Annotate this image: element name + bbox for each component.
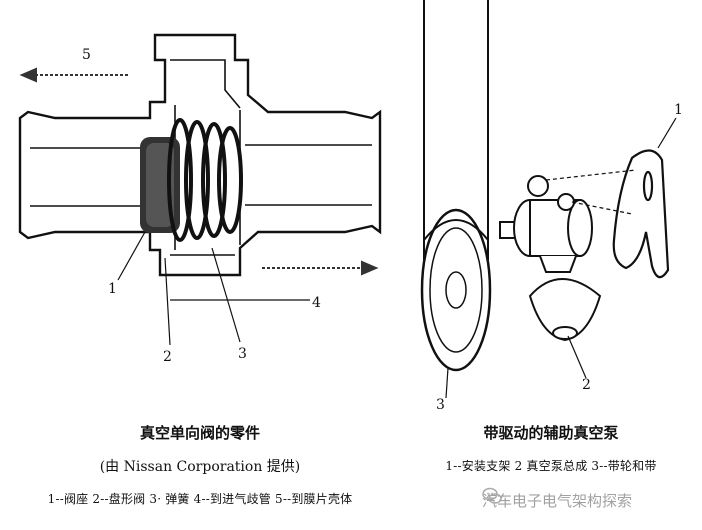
left-caption-title: 真空单向阀的零件 [139, 424, 260, 442]
left-caption-legend: 1--阀座 2--盘形阀 3· 弹簧 4--到进气歧管 5--到膜片壳体 [47, 492, 353, 506]
vacuum-pump-figure: 1 2 3 带驱动的辅助真空泵 1--安装支架 2 真空泵总成 3--带轮和带 [400, 0, 702, 530]
pump-callout-3: 3 [436, 397, 445, 413]
callout-2: 2 [163, 349, 172, 365]
check-valve-figure: 5 1 2 3 4 真空单向阀的零件 (由 Nissan Corporation… [18, 33, 382, 506]
watermark: 汽车电子电气架构探索 [482, 486, 700, 514]
valve-seat-disk [140, 137, 180, 233]
callout-5: 5 [82, 47, 91, 63]
spring-coils [167, 118, 243, 242]
leader-lines [117, 231, 310, 346]
wechat-bubble-icon [482, 487, 502, 504]
pulley [420, 208, 492, 372]
valve-body [18, 33, 382, 277]
left-caption-source: (由 Nissan Corporation 提供) [99, 459, 301, 475]
pump-assembly [499, 175, 593, 273]
callout-1: 1 [108, 281, 117, 297]
callout-3: 3 [238, 346, 247, 362]
pump-bowl [528, 278, 602, 342]
bore-lines [30, 59, 372, 256]
flow-arrow-left-icon [19, 67, 130, 83]
assembly-lines [545, 169, 637, 215]
callout-4: 4 [312, 295, 321, 311]
right-caption-title: 带驱动的辅助真空泵 [483, 424, 619, 442]
vacuum-pump-drawing [420, 0, 677, 399]
drive-belt [423, 0, 489, 260]
flow-arrow-right-icon [262, 260, 379, 276]
check-valve-drawing [18, 33, 382, 346]
right-caption-legend: 1--安装支架 2 真空泵总成 3--带轮和带 [445, 459, 657, 473]
pump-callout-1: 1 [674, 102, 683, 118]
watermark-text: 汽车电子电气架构探索 [482, 491, 633, 510]
pump-callout-2: 2 [582, 377, 591, 393]
mounting-bracket [612, 149, 670, 279]
right-leader-lines [445, 117, 677, 399]
